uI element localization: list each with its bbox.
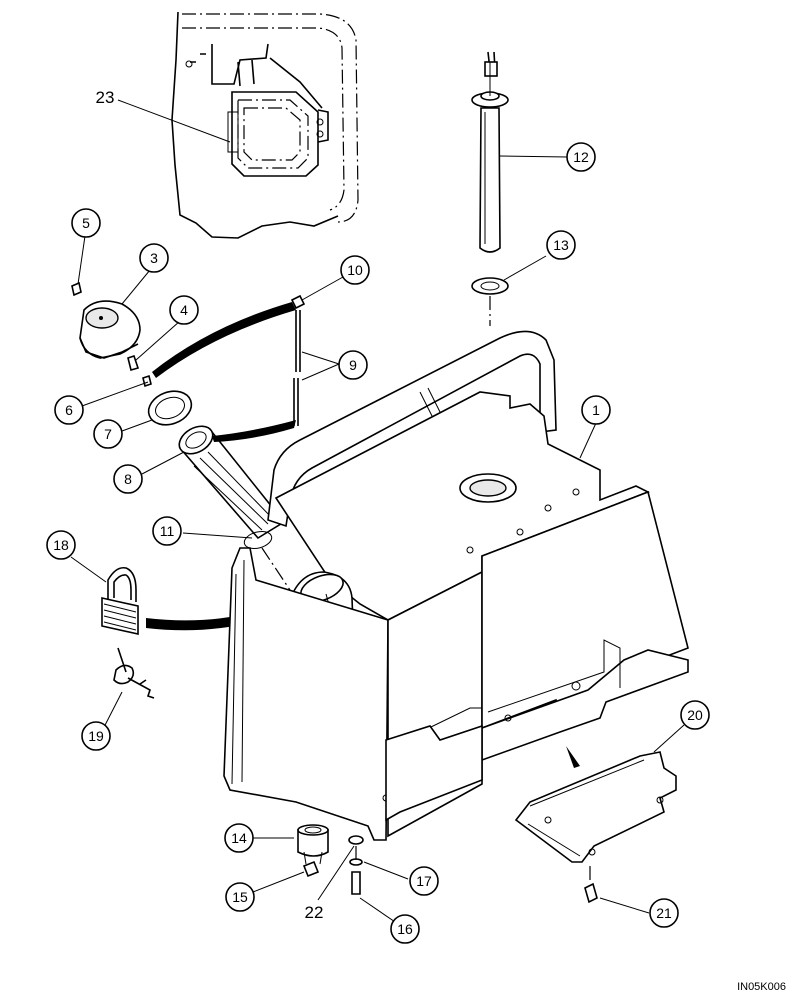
callout-6: 6 (54, 395, 84, 425)
padlock-key (113, 647, 155, 699)
callout-label: 4 (180, 302, 188, 318)
callout-label: 14 (231, 830, 247, 846)
drawing-code: IN05K006 (737, 981, 786, 993)
callout-13: 13 (546, 230, 576, 260)
fuel-tank (223, 330, 689, 841)
callout-21: 21 (649, 898, 679, 928)
callout-3: 3 (139, 243, 169, 273)
callout-label: 15 (232, 889, 248, 905)
inset-chassis-view (171, 11, 359, 239)
callout-19: 19 (81, 721, 111, 751)
callout-18: 18 (46, 530, 76, 560)
callout-17: 17 (409, 866, 439, 896)
callout-label: 1 (592, 402, 600, 418)
callout-label: 17 (416, 873, 432, 889)
callout-8: 8 (113, 464, 143, 494)
callout-7: 7 (93, 419, 123, 449)
callout-label: 7 (104, 426, 112, 442)
callout-label: 6 (65, 402, 73, 418)
callout-4: 4 (169, 295, 199, 325)
callout-leaders (70, 99, 685, 927)
callout-label: 12 (573, 149, 589, 165)
callout-label: 5 (82, 215, 90, 231)
callout-15: 15 (225, 882, 255, 912)
callout-1: 1 (581, 395, 611, 425)
callout-label: 3 (150, 250, 158, 266)
drain-plug (297, 824, 329, 878)
callout-16: 16 (390, 914, 420, 944)
callout-label: 16 (397, 921, 413, 937)
callout-5: 5 (71, 208, 101, 238)
callout-label: 11 (160, 523, 175, 539)
part-23-label: 23 (96, 88, 115, 107)
padlock (101, 566, 304, 635)
snap-ring (243, 530, 291, 591)
guard-plate (514, 746, 677, 904)
callout-label: 20 (687, 707, 703, 723)
fuel-sender-tube (471, 51, 509, 253)
callout-label: 18 (53, 537, 69, 553)
callout-9: 9 (338, 350, 368, 380)
filler-strainer (178, 425, 286, 540)
callout-12: 12 (566, 142, 596, 172)
part-22-label: 22 (305, 903, 324, 922)
callout-14: 14 (224, 823, 254, 853)
callout-20: 20 (680, 700, 710, 730)
cap-tether-chain (152, 294, 306, 442)
callout-label: 10 (347, 262, 363, 278)
callout-10: 10 (340, 255, 370, 285)
mounting-bolt (348, 835, 364, 895)
sender-gasket (471, 277, 509, 326)
callout-label: 21 (656, 905, 672, 921)
filler-seal (147, 390, 193, 426)
callout-label: 9 (349, 357, 357, 373)
callout-11: 11 (152, 516, 182, 546)
callout-label: 8 (124, 471, 132, 487)
fuel-cap-assembly (71, 281, 152, 388)
callout-label: 13 (553, 237, 569, 253)
callout-label: 19 (88, 728, 104, 744)
